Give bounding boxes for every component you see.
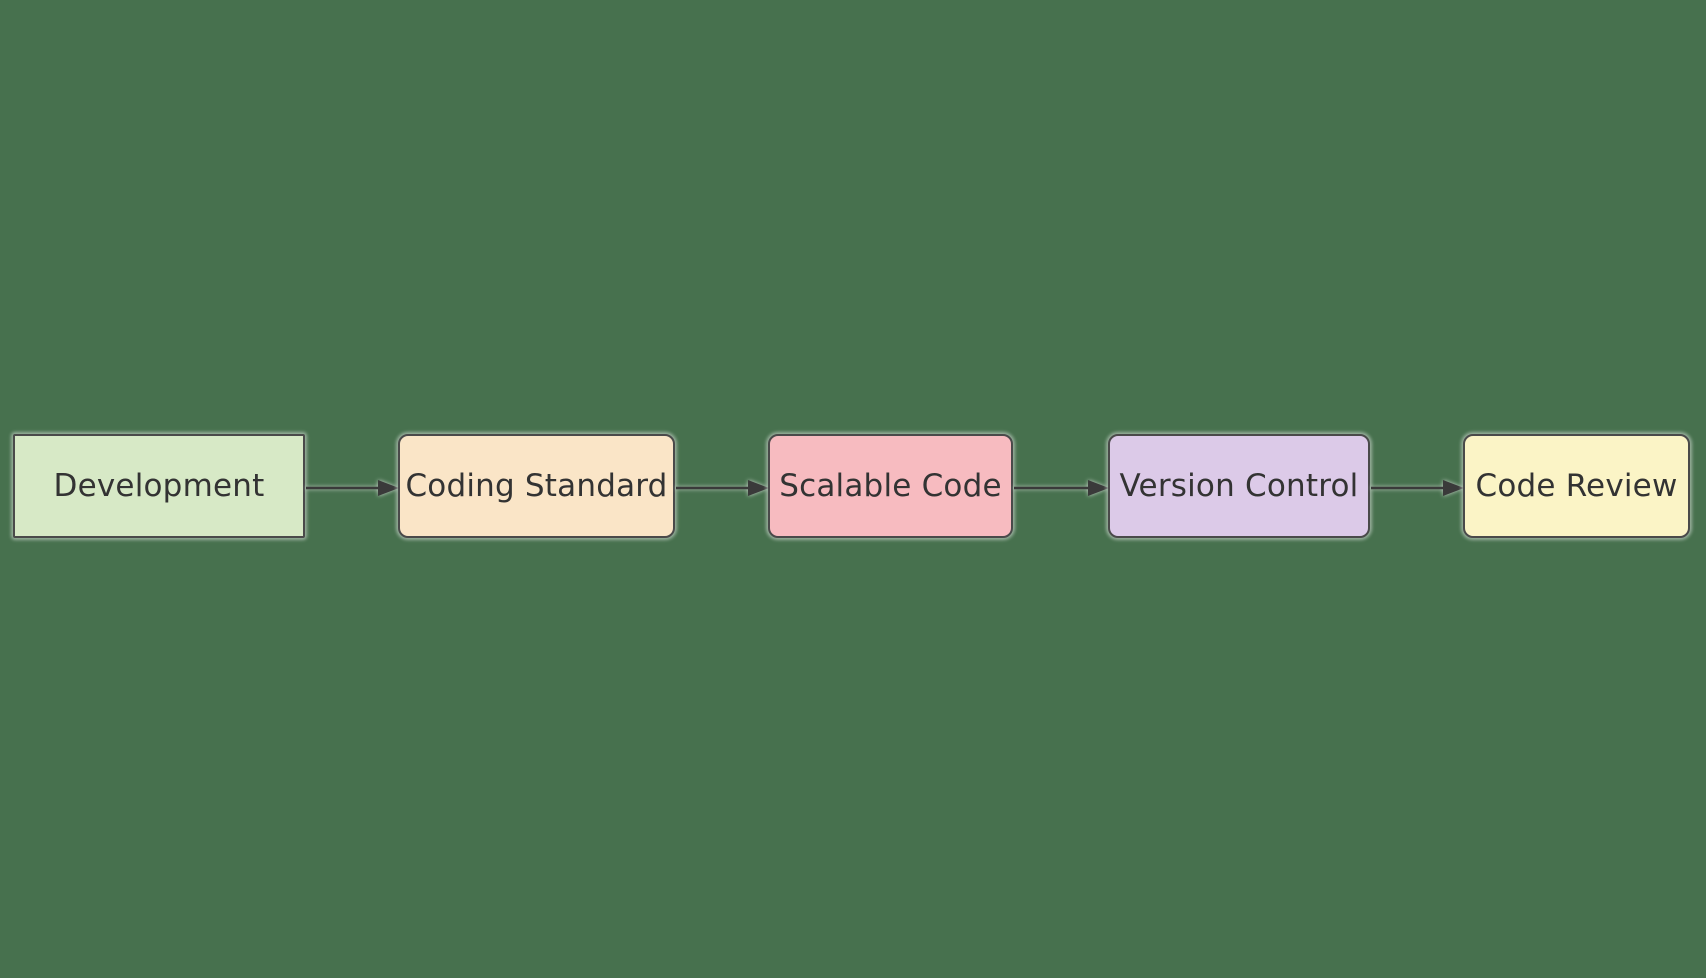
node-development-label: Development xyxy=(53,468,265,504)
node-version-control: Version Control xyxy=(1108,434,1370,538)
node-code-review: Code Review xyxy=(1463,434,1690,538)
node-version-control-label: Version Control xyxy=(1119,468,1359,504)
edge-arrow-scalable-code-to-version-control xyxy=(1014,480,1109,496)
node-scalable-code: Scalable Code xyxy=(768,434,1013,538)
edge-arrow-coding-standard-to-scalable-code xyxy=(676,480,769,496)
node-development: Development xyxy=(13,434,305,538)
node-scalable-code-label: Scalable Code xyxy=(779,468,1002,504)
node-coding-standard: Coding Standard xyxy=(398,434,675,538)
node-code-review-label: Code Review xyxy=(1475,468,1678,504)
edge-arrow-version-control-to-code-review xyxy=(1371,480,1464,496)
node-coding-standard-label: Coding Standard xyxy=(405,468,668,504)
edge-arrow-development-to-coding-standard xyxy=(306,480,399,496)
